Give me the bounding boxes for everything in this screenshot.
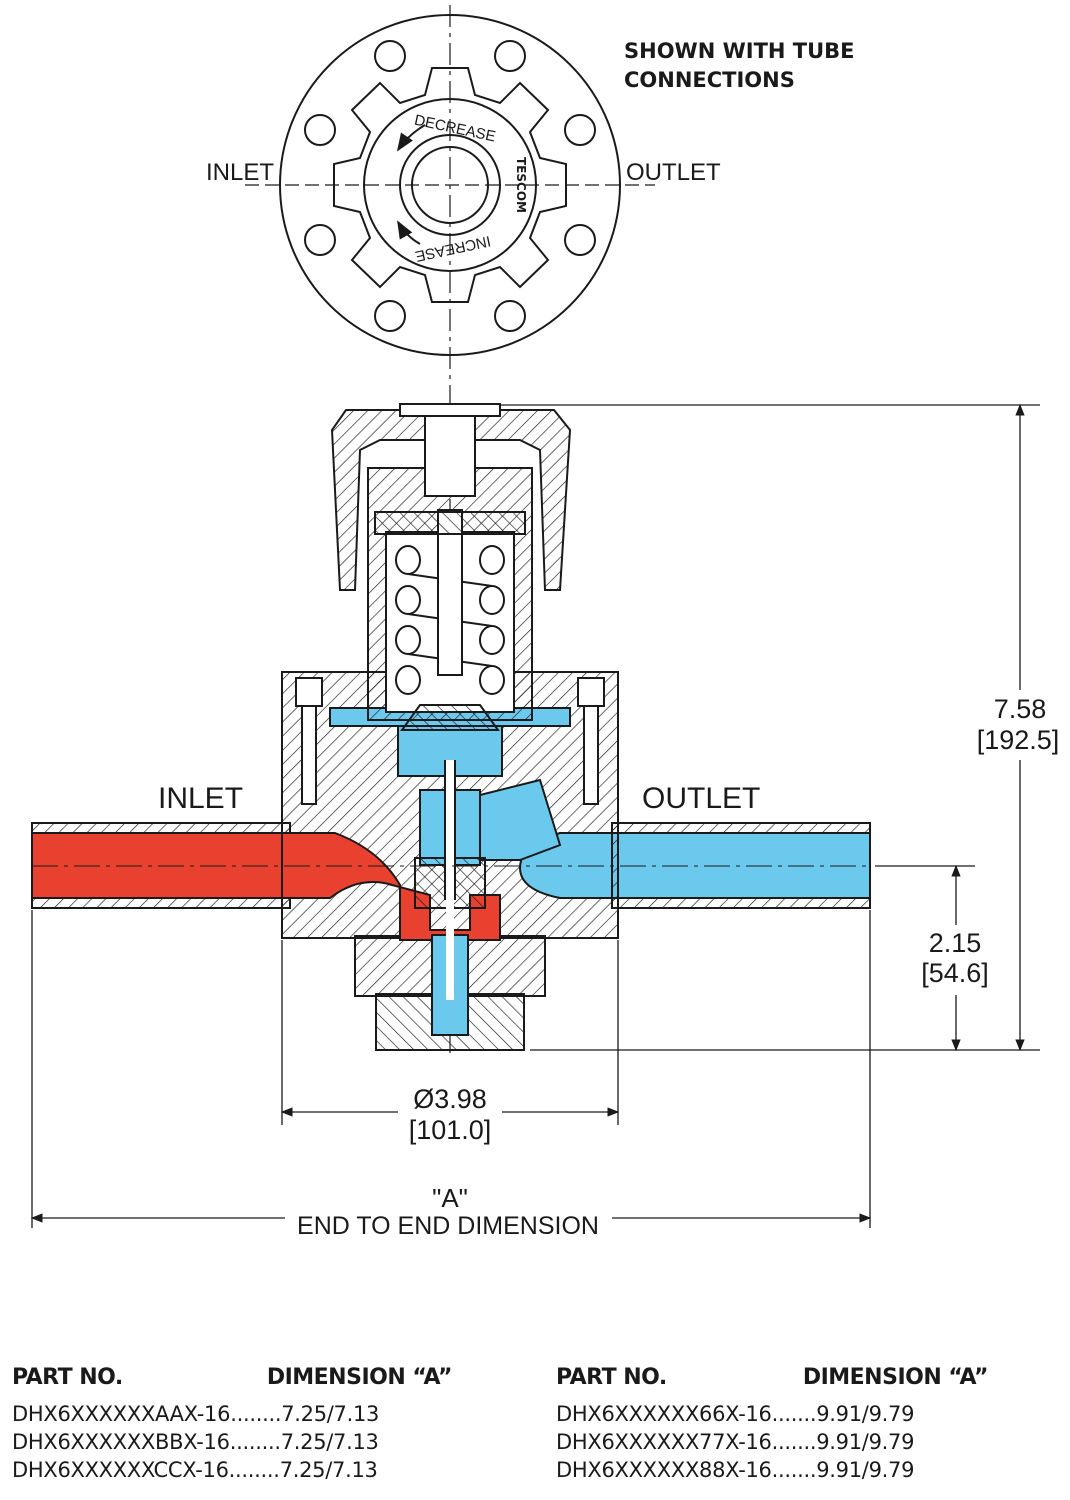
dimension-value: 9.91/9.79 bbox=[816, 1402, 915, 1426]
knob-cap bbox=[399, 403, 501, 417]
end-dim-tag: "A" bbox=[432, 1183, 468, 1213]
section-view bbox=[31, 403, 871, 1051]
table-row: DHX6XXXXXXAAX-16........7.25/7.13 bbox=[12, 1400, 452, 1428]
flange-bolt-left bbox=[295, 677, 323, 805]
diameter-value: Ø3.98 bbox=[413, 1084, 487, 1114]
leader-dots: ........ bbox=[230, 1402, 282, 1426]
part-table-right: PART NO. DIMENSION “A” DHX6XXXXXX66X-16.… bbox=[556, 1365, 989, 1484]
header-dimension: DIMENSION “A” bbox=[266, 1365, 453, 1390]
table-row: DHX6XXXXXXCCX-16........7.25/7.13 bbox=[12, 1456, 452, 1484]
diameter-value-mm: [101.0] bbox=[409, 1115, 492, 1145]
knob-section bbox=[330, 409, 572, 591]
bolt-holes bbox=[304, 40, 596, 332]
leader-dots: ....... bbox=[771, 1458, 817, 1482]
leader-dots: ........ bbox=[228, 1458, 280, 1482]
note-line-1: SHOWN WITH TUBE bbox=[624, 39, 855, 63]
brand-logo: TESCOM bbox=[514, 157, 528, 213]
increase-label: INCREASE bbox=[414, 232, 493, 265]
inlet-tube-wall-bottom bbox=[31, 897, 291, 909]
section-outlet-label: OUTLET bbox=[642, 782, 760, 815]
dimension-value: 7.25/7.13 bbox=[279, 1458, 378, 1482]
knob-inner-ring bbox=[363, 98, 537, 272]
table-row: DHX6XXXXXX88X-16.......9.91/9.79 bbox=[556, 1456, 988, 1484]
height-value-mm: [192.5] bbox=[977, 725, 1060, 755]
piston bbox=[400, 704, 500, 731]
port-height-value: 2.15 bbox=[929, 928, 982, 958]
table-row: DHX6XXXXXXBBX-16........7.25/7.13 bbox=[12, 1428, 452, 1456]
outlet-tube-wall-bottom bbox=[611, 897, 871, 909]
table-row: DHX6XXXXXX66X-16.......9.91/9.79 bbox=[556, 1400, 988, 1428]
part-number: DHX6XXXXXXBBX-16 bbox=[12, 1430, 230, 1454]
part-number: DHX6XXXXXXCCX-16 bbox=[12, 1458, 229, 1482]
flange-bolt-right bbox=[577, 677, 605, 805]
dimension-value: 7.25/7.13 bbox=[280, 1430, 379, 1454]
table-header: PART NO. DIMENSION “A” bbox=[12, 1365, 453, 1390]
part-table-left: PART NO. DIMENSION “A” DHX6XXXXXXAAX-16.… bbox=[12, 1365, 453, 1484]
flange-outer bbox=[279, 14, 621, 356]
part-number: DHX6XXXXXX88X-16 bbox=[556, 1458, 772, 1482]
outlet-tube-wall-top bbox=[611, 822, 871, 834]
hub-outer bbox=[399, 134, 501, 236]
header-dimension: DIMENSION “A” bbox=[802, 1365, 989, 1390]
part-number: DHX6XXXXXX77X-16 bbox=[556, 1430, 772, 1454]
top-outlet-label: OUTLET bbox=[626, 159, 721, 186]
inlet-tube-wall-top bbox=[31, 822, 291, 834]
note-line-2: CONNECTIONS bbox=[624, 68, 795, 92]
increase-arrow bbox=[397, 220, 421, 245]
dimension-value: 7.25/7.13 bbox=[281, 1402, 380, 1426]
port-height-value-mm: [54.6] bbox=[921, 958, 989, 988]
spring-button bbox=[374, 511, 526, 535]
height-value: 7.58 bbox=[994, 694, 1047, 724]
dimension-value: 9.91/9.79 bbox=[816, 1458, 915, 1482]
leader-dots: ....... bbox=[771, 1430, 817, 1454]
decrease-arrow bbox=[397, 124, 426, 152]
table-row: DHX6XXXXXX77X-16.......9.91/9.79 bbox=[556, 1428, 988, 1456]
regulator-drawing: DECREASE INCREASE TESCOM INLET OUTLET SH… bbox=[30, 5, 1060, 1240]
part-number: DHX6XXXXXXAAX-16 bbox=[12, 1402, 231, 1426]
dimensions bbox=[30, 403, 1040, 1228]
table-header: PART NO. DIMENSION “A” bbox=[556, 1365, 989, 1390]
hub-inner bbox=[411, 146, 489, 224]
header-part-no: PART NO. bbox=[12, 1365, 123, 1390]
knob-hub bbox=[424, 415, 476, 497]
section-inlet-label: INLET bbox=[158, 782, 243, 815]
leader-dots: ........ bbox=[229, 1430, 281, 1454]
top-inlet-label: INLET bbox=[206, 159, 274, 186]
part-number: DHX6XXXXXX66X-16 bbox=[556, 1402, 772, 1426]
end-dim-label: END TO END DIMENSION bbox=[297, 1212, 599, 1240]
dimension-value: 9.91/9.79 bbox=[816, 1430, 915, 1454]
header-part-no: PART NO. bbox=[556, 1365, 667, 1390]
leader-dots: ....... bbox=[771, 1402, 817, 1426]
outlet-cross-channel bbox=[479, 778, 562, 861]
adjust-screw bbox=[437, 509, 463, 676]
knob-outline bbox=[333, 67, 567, 303]
